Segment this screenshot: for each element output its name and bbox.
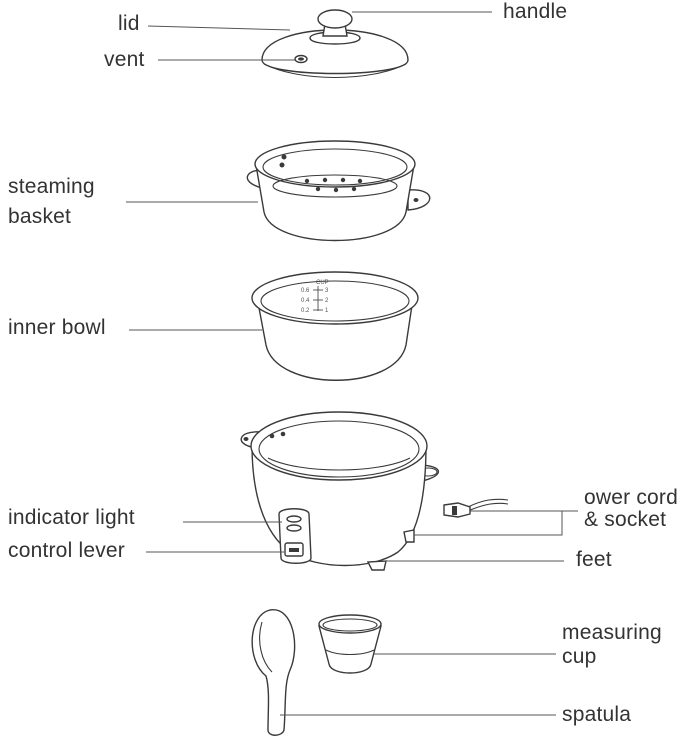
- label-steaming-line2: basket: [8, 205, 72, 228]
- cooker-body-illustration: [240, 411, 509, 571]
- label-steaming-line1: steaming: [8, 175, 95, 198]
- label-power-line2: & socket: [584, 508, 667, 531]
- steaming-basket-illustration: [246, 140, 431, 242]
- spatula-illustration: [251, 609, 296, 736]
- lid-rim: [263, 63, 407, 78]
- label-control-lever: control lever: [8, 539, 125, 562]
- label-power-line1: ower cord: [584, 486, 679, 509]
- label-measuring-line1: measuring: [562, 621, 662, 644]
- control-panel: [278, 508, 312, 564]
- basket-holes: [279, 154, 363, 193]
- lid-illustration: [261, 9, 409, 78]
- bowl-mark-right-3: 1: [325, 308, 329, 314]
- label-measuring-line2: cup: [562, 645, 597, 668]
- bowl-mark-left-1: 0.6: [301, 288, 310, 294]
- bowl-mark-right-2: 2: [325, 298, 329, 304]
- measuring-cup-illustration: [318, 614, 382, 674]
- bowl-mark-left-3: 0.2: [301, 308, 310, 314]
- leader-lines: [126, 11, 578, 716]
- bowl-mark-right-1: 3: [325, 288, 329, 294]
- spatula-shape: [251, 609, 296, 736]
- leader-lid: [147, 25, 291, 31]
- label-indicator-light: indicator light: [8, 506, 135, 529]
- bowl-marking-unit: CUP: [316, 280, 329, 286]
- label-vent: vent: [104, 48, 145, 71]
- label-inner-bowl: inner bowl: [8, 316, 106, 339]
- lid-handle-knob: [309, 9, 361, 45]
- label-lid: lid: [118, 12, 140, 35]
- label-spatula: spatula: [562, 703, 632, 726]
- inner-bowl-rim: [251, 271, 419, 325]
- label-handle: handle: [503, 0, 568, 23]
- cooker-rim: [250, 411, 428, 481]
- basket-handle-right: [407, 189, 431, 211]
- power-cord: [443, 498, 509, 518]
- measuring-cup-body: [318, 625, 382, 674]
- cooker-foot-right: [403, 529, 415, 543]
- inner-bowl-illustration: CUP 0.6 0.4 0.2 3 2 1: [251, 271, 419, 381]
- measuring-cup-rim: [318, 614, 382, 634]
- inner-bowl-markings: CUP 0.6 0.4 0.2 3 2 1: [301, 280, 329, 314]
- label-feet: feet: [576, 548, 612, 571]
- bowl-mark-left-2: 0.4: [301, 298, 310, 304]
- indicator-light-upper: [286, 515, 302, 523]
- basket-rim: [254, 140, 416, 188]
- cooker-foot-center: [366, 560, 387, 571]
- leader-power-cord: [414, 510, 563, 536]
- indicator-light-lower: [286, 524, 302, 532]
